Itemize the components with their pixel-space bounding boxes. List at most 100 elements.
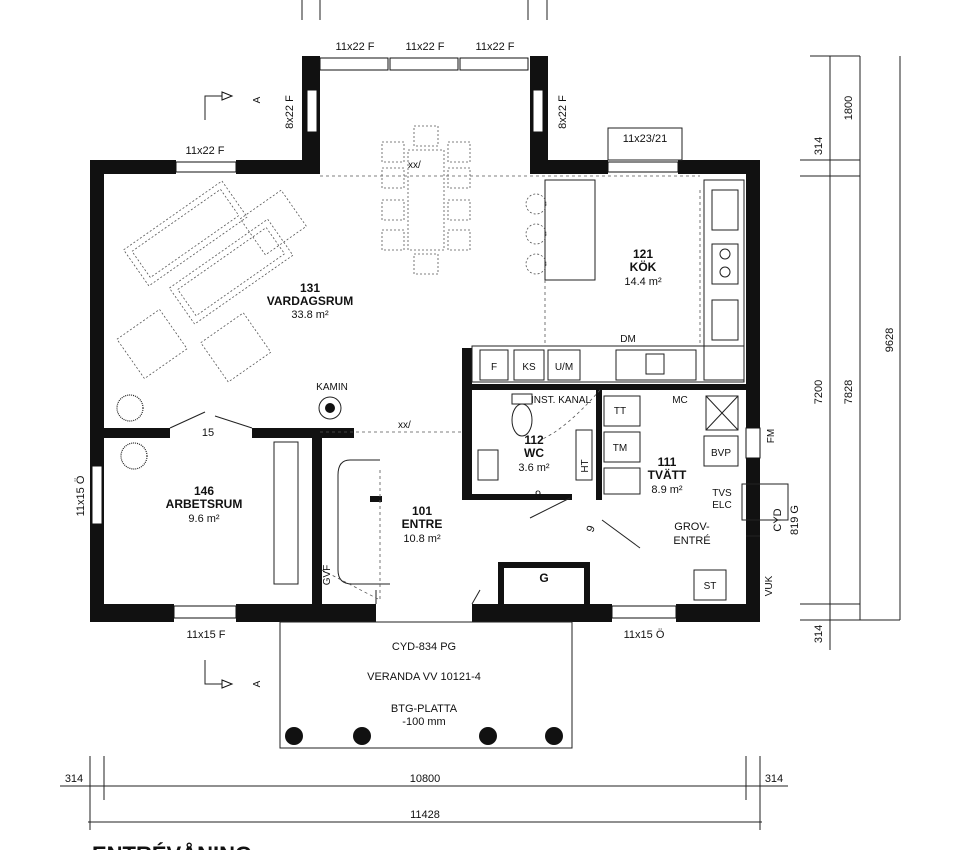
dash-lines [320, 175, 701, 346]
room-area-wc: 3.6 m² [518, 462, 550, 474]
fixture-tm: TM [613, 443, 627, 454]
platta-label-1: BTG-PLATTA [391, 703, 458, 715]
dim-1800: 1800 [843, 96, 855, 120]
fixture-elc: ELC [712, 500, 731, 511]
room-area-vardagsrum: 33.8 m² [291, 309, 329, 321]
window-kitchen-top [607, 161, 679, 173]
dim-314-bottom: 314 [813, 625, 825, 643]
dim-right-314: 314 [765, 773, 783, 785]
dim-7828: 7828 [843, 380, 855, 404]
fixture-ks: KS [522, 362, 536, 373]
door-9a: 9 [535, 489, 541, 501]
room-area-kok: 14.4 m² [624, 276, 662, 288]
plants [116, 394, 342, 470]
kitchen-counters [471, 179, 745, 383]
dim-314-top: 314 [813, 137, 825, 155]
fixture-mc: MC [672, 395, 688, 406]
room-name-kok: KÖK [630, 259, 657, 274]
window-top-1-label: 11x22 F [336, 41, 375, 53]
fixture-tt: TT [614, 406, 626, 417]
dim-9628: 9628 [884, 328, 896, 352]
room-name-vardagsrum: VARDAGSRUM [267, 294, 353, 308]
section-marker-top-label: A [252, 96, 263, 103]
fixture-dm: DM [620, 334, 636, 345]
dining-furniture [381, 125, 471, 275]
fixture-gvf: GVF [322, 565, 333, 586]
window-labels: 11x22 F 11x22 F 11x22 F 8x22 F 8x22 F 11… [75, 41, 683, 641]
fixture-st: ST [704, 581, 717, 592]
groventre-label-1: GROV- [674, 521, 710, 533]
window-left-bay [306, 89, 318, 133]
marker-xx-2: xx/ [398, 420, 411, 431]
kitchen-island [525, 179, 596, 281]
room-name-tvatt: TVÄTT [648, 467, 687, 482]
window-living-top [175, 161, 237, 173]
front-door-label: CYD-834 PG [392, 641, 456, 653]
dimension-lines [60, 55, 901, 830]
fixture-f: F [491, 362, 497, 373]
window-top-2 [389, 57, 459, 71]
marker-xx-1: xx/ [408, 160, 421, 171]
window-top-3-label: 11x22 F [476, 41, 515, 53]
fixture-bvp: BVP [711, 448, 731, 459]
room-name-entre: ENTRE [402, 517, 443, 531]
window-kitchen-top-label: 11x23/21 [623, 133, 667, 145]
section-markers [204, 91, 234, 689]
door-side-cyd: CYD [772, 508, 784, 531]
window-south-right-label: 11x15 Ö [624, 629, 665, 641]
door-15: 15 [202, 427, 214, 439]
dim-10800: 10800 [410, 773, 441, 785]
fixture-um: U/M [555, 362, 573, 373]
window-left-bay-label: 8x22 F [284, 95, 296, 129]
room-number-vardagsrum: 131 [300, 281, 320, 295]
veranda-label: VERANDA VV 10121-4 [367, 671, 481, 683]
bathroom-fixtures [477, 393, 789, 601]
room-area-tvatt: 8.9 m² [651, 484, 683, 496]
dim-11428: 11428 [410, 809, 440, 821]
window-top-3 [459, 57, 529, 71]
window-south-left [173, 605, 237, 619]
living-furniture [116, 180, 307, 383]
fixture-fm: FM [766, 429, 777, 443]
room-number-tvatt: 111 [658, 455, 677, 469]
window-south-left-label: 11x15 F [187, 629, 226, 641]
section-marker-bottom-label: A [252, 680, 263, 687]
dim-left-314: 314 [65, 773, 83, 785]
dim-7200: 7200 [813, 380, 825, 404]
fixture-labels: F KS U/M DM MC TT TM HT BVP FM TVS ELC S… [202, 96, 801, 687]
door-9b: 9 [584, 524, 597, 534]
fixture-inst-kanal: INST. KANAL [531, 395, 591, 406]
fixture-kamin: KAMIN [316, 382, 348, 393]
veranda [279, 621, 573, 749]
window-west-label: 11x15 Ö [75, 475, 87, 516]
windows [91, 57, 761, 619]
room-number-entre: 101 [412, 504, 432, 518]
exterior-labels: CYD-834 PG VERANDA VV 10121-4 BTG-PLATTA… [367, 641, 481, 728]
floor-title: ENTRÉVÅNING [92, 841, 252, 850]
entre-features [273, 431, 462, 601]
room-area-arbetsrum: 9.6 m² [188, 513, 220, 525]
door-side-819: 819 G [789, 505, 801, 535]
room-name-wc: WC [524, 446, 544, 460]
window-right-bay [532, 89, 544, 133]
doors [169, 389, 760, 605]
window-right-bay-label: 8x22 F [557, 95, 569, 129]
window-living-top-label: 11x22 F [186, 145, 225, 157]
window-west [91, 465, 103, 525]
window-top-2-label: 11x22 F [406, 41, 445, 53]
room-name-arbetsrum: ARBETSRUM [166, 497, 243, 511]
window-fm [745, 427, 761, 459]
room-labels: 131 VARDAGSRUM 33.8 m² 121 KÖK 14.4 m² 1… [166, 247, 711, 547]
fixture-g: G [539, 571, 548, 585]
fixture-tvs: TVS [712, 488, 732, 499]
window-top-1 [319, 57, 389, 71]
dimension-labels: 314 10800 314 11428 1800 314 7200 7828 9… [65, 96, 896, 821]
fixture-ht: HT [580, 459, 591, 472]
fixture-vuk: VUK [764, 575, 775, 596]
top-lines [301, 0, 548, 20]
room-number-arbetsrum: 146 [194, 484, 214, 498]
platta-label-2: -100 mm [402, 716, 445, 728]
room-number-kok: 121 [633, 247, 653, 261]
window-south-right [611, 605, 677, 619]
room-area-entre: 10.8 m² [403, 533, 441, 545]
